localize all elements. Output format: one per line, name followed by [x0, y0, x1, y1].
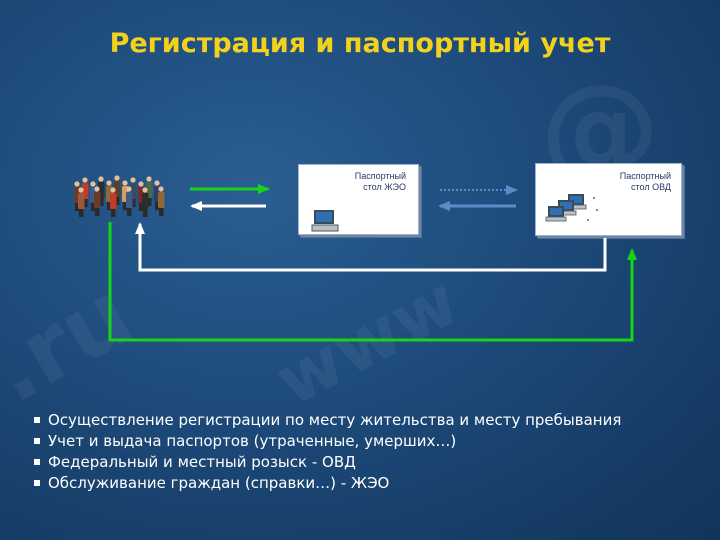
bullet-square-icon — [34, 416, 40, 423]
arrow-people-to-ovd-green — [108, 222, 637, 342]
bullet-text: Учет и выдача паспортов (утраченные, уме… — [48, 432, 457, 450]
ovd-passport-desk-box: Паспортный стол ОВД — [535, 163, 682, 236]
bullet-text: Федеральный и местный розыск - ОВД — [48, 453, 356, 471]
ovd-box-label: Паспортный стол ОВД — [620, 171, 671, 193]
bullet-square-icon — [34, 479, 40, 486]
bullet-square-icon — [34, 437, 40, 444]
bullet-item: Учет и выдача паспортов (утраченные, уме… — [34, 431, 621, 452]
computer-icon — [311, 210, 339, 232]
ovd-label-line2: стол ОВД — [631, 182, 671, 192]
zhek-passport-desk-box: Паспортный стол ЖЭО — [298, 164, 419, 235]
ovd-label-line1: Паспортный — [619, 171, 671, 181]
bullet-text: Осуществление регистрации по месту жител… — [48, 411, 622, 429]
zhek-box-label: Паспортный стол ЖЭО — [355, 171, 406, 193]
zhek-label-line1: Паспортный — [354, 171, 406, 181]
computer-network-icon — [545, 194, 598, 222]
zhek-label-line2: стол ЖЭО — [363, 182, 406, 192]
arrow-ovd-to-people-white — [135, 222, 607, 272]
bullet-text: Обслуживание граждан (справки…) - ЖЭО — [48, 474, 390, 492]
people-group-icon — [74, 175, 165, 217]
bullet-item: Осуществление регистрации по месту жител… — [34, 410, 621, 431]
bullet-list: Осуществление регистрации по месту жител… — [34, 410, 621, 494]
slide-title: Регистрация и паспортный учет — [109, 28, 611, 59]
bullet-item: Федеральный и местный розыск - ОВД — [34, 452, 621, 473]
bullet-square-icon — [34, 458, 40, 465]
bullet-item: Обслуживание граждан (справки…) - ЖЭО — [34, 473, 621, 494]
